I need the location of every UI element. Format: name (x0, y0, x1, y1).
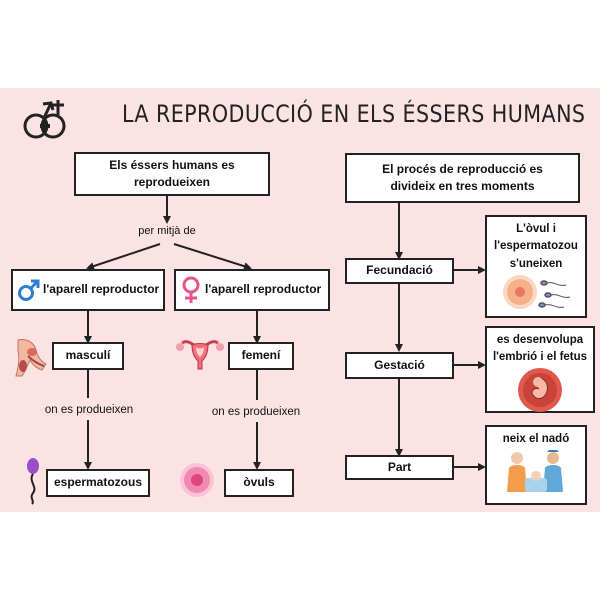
female-box: femení (228, 342, 294, 370)
female-symbol-icon (182, 276, 200, 303)
sperm-cell-icon (27, 458, 39, 505)
female-system-box: l'aparell reproductor (174, 269, 330, 311)
result-fecundacio-text: L'òvul i l'espermatozou s'uneixen (494, 223, 578, 270)
stage-fecundacio-box: Fecundació (345, 258, 454, 284)
male-system-text: l'aparell reproductor (43, 282, 160, 297)
embryo-icon (518, 367, 562, 412)
result-fecundacio-box: L'òvul i l'espermatozou s'uneixen (485, 215, 587, 318)
male-box: masculí (52, 342, 124, 370)
birth-icon (507, 450, 563, 493)
right-root-box: El procés de reproducció es divideix en … (345, 153, 580, 203)
page-title: LA REPRODUCCIÓ EN ELS ÉSSERS HUMANS (122, 100, 586, 128)
sperm-box: espermatozous (46, 469, 150, 497)
left-root-text: Els éssers humans es reprodueixen (109, 157, 235, 189)
male-text: masculí (65, 348, 111, 363)
stage-gestacio-text: Gestació (374, 357, 425, 372)
fertilization-icon (503, 274, 571, 309)
result-part-text: neix el nadó (502, 433, 570, 445)
stage-part-text: Part (387, 459, 412, 474)
ova-box: òvuls (224, 469, 294, 497)
ova-text: òvuls (243, 475, 275, 490)
female-text: femení (241, 348, 281, 363)
male-organ-icon (15, 339, 47, 377)
male-system-box: l'aparell reproductor (11, 269, 165, 311)
left-root-box: Els éssers humans es reprodueixen (74, 152, 270, 196)
result-part-box: neix el nadó (485, 425, 587, 505)
stage-gestacio-box: Gestació (345, 352, 454, 379)
gender-symbols-icon (23, 100, 66, 139)
ovum-cell-icon (180, 463, 214, 497)
female-system-text: l'aparell reproductor (205, 282, 322, 297)
stage-fecundacio-text: Fecundació (366, 263, 433, 278)
connector-label: per mitjà de (138, 225, 196, 237)
uterus-icon (176, 340, 224, 370)
result-gestacio-text: es desenvolupa l'embrió i el fetus (492, 334, 588, 364)
result-gestacio-box: es desenvolupa l'embrió i el fetus (485, 326, 595, 413)
sperm-text: espermatozous (53, 475, 143, 490)
produces-label-female: on es produeixen (211, 406, 301, 418)
male-symbol-icon (18, 279, 40, 301)
produces-label-male: on es produeixen (44, 404, 134, 416)
right-root-text: El procés de reproducció es divideix en … (382, 161, 543, 193)
stage-part-box: Part (345, 455, 454, 480)
